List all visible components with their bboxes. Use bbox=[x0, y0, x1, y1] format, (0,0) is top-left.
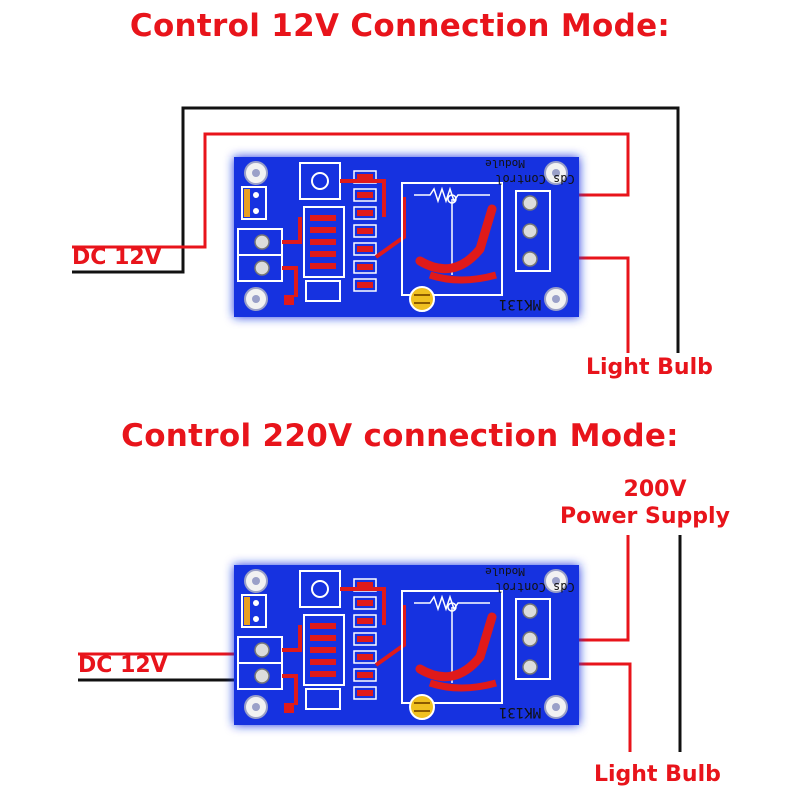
title-12v-mode: Control 12V Connection Mode: bbox=[129, 8, 671, 44]
title-220v-mode: Control 220V connection Mode: bbox=[121, 418, 679, 454]
board-text-bottom: Cds Control Module MK131 bbox=[485, 565, 575, 720]
label-light-bulb-bottom: Light Bulb bbox=[594, 762, 721, 787]
model-label-top: MK131 bbox=[499, 296, 541, 312]
board-text-top: Cds Control Module MK131 bbox=[485, 157, 575, 312]
silkscreen-title-top: Cds Control bbox=[495, 172, 574, 186]
wiring-220v bbox=[78, 535, 682, 752]
label-dc-12v-top: DC 12V bbox=[72, 245, 162, 270]
label-dc-12v-bottom: DC 12V bbox=[78, 653, 168, 678]
label-light-bulb-top: Light Bulb bbox=[586, 355, 713, 380]
label-supply-voltage: 200V bbox=[623, 477, 687, 502]
silkscreen-title-bottom: Cds Control bbox=[495, 580, 574, 594]
silkscreen-subtitle-top: Module bbox=[485, 157, 525, 170]
label-power-supply: Power Supply bbox=[560, 504, 730, 529]
wiring-12v bbox=[72, 106, 680, 353]
model-label-bottom: MK131 bbox=[499, 704, 541, 720]
silkscreen-subtitle-bottom: Module bbox=[485, 565, 525, 578]
